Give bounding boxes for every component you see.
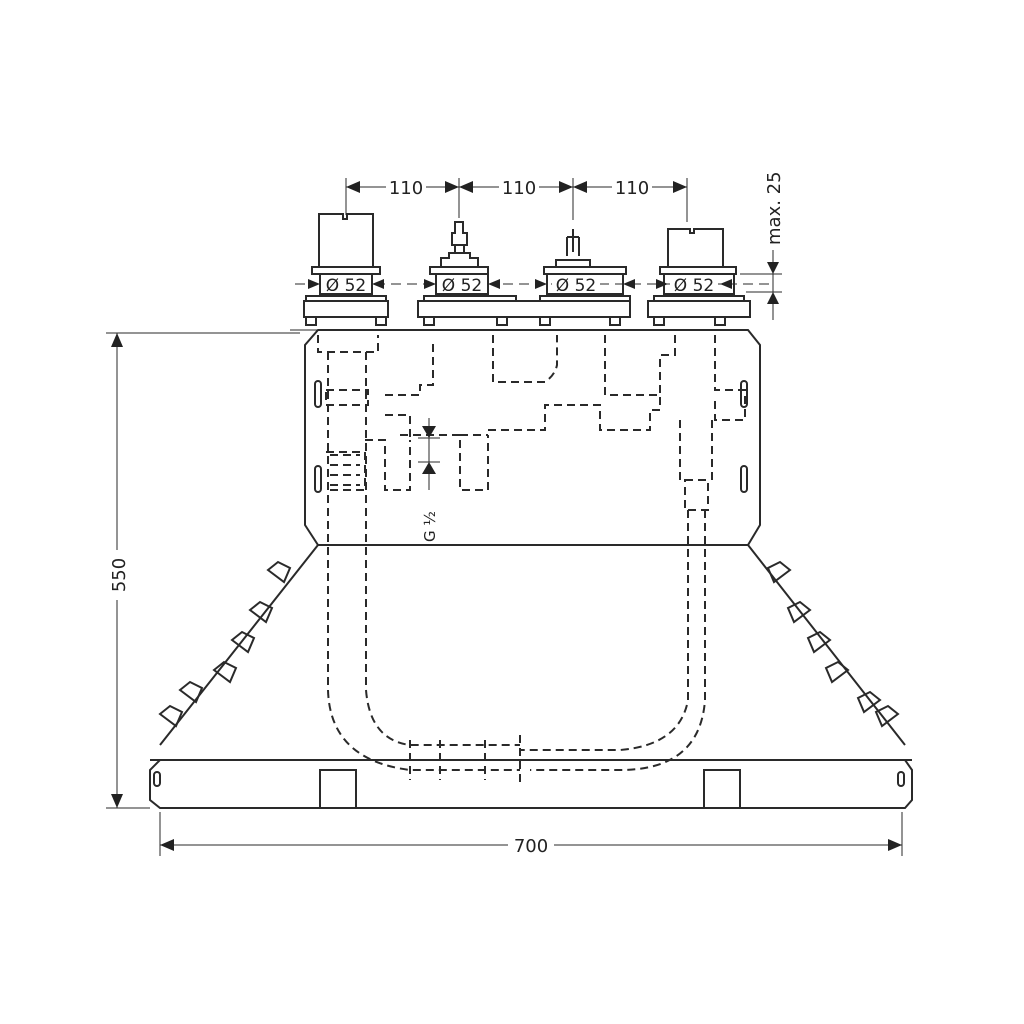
- width-label: 700: [514, 836, 548, 857]
- diameter-label-3: Ø 52: [556, 276, 596, 296]
- height-dimension: 550: [105, 332, 300, 809]
- max-height-label: max. 25: [764, 171, 785, 245]
- thread-label: G ½: [421, 511, 439, 542]
- spacing-label-1: 110: [389, 178, 423, 199]
- valve-4: [647, 228, 751, 326]
- diameter-label-1: Ø 52: [326, 276, 366, 296]
- max-height-dimension: max. 25: [740, 171, 785, 320]
- thread-dimension: G ½: [418, 418, 440, 542]
- valve-1: [303, 213, 389, 326]
- spacing-label-2: 110: [502, 178, 536, 199]
- diameter-label-4: Ø 52: [674, 276, 714, 296]
- diameter-dimensions: Ø 52 Ø 52 Ø 52 Ø 52: [295, 275, 770, 296]
- spacing-label-3: 110: [615, 178, 649, 199]
- height-label: 550: [109, 558, 130, 592]
- width-dimension: 700: [159, 812, 903, 857]
- box-body: [149, 329, 913, 809]
- hidden-pipework: [317, 335, 746, 785]
- spacing-dimension: 110 110 110: [345, 176, 688, 222]
- diameter-label-2: Ø 52: [442, 276, 482, 296]
